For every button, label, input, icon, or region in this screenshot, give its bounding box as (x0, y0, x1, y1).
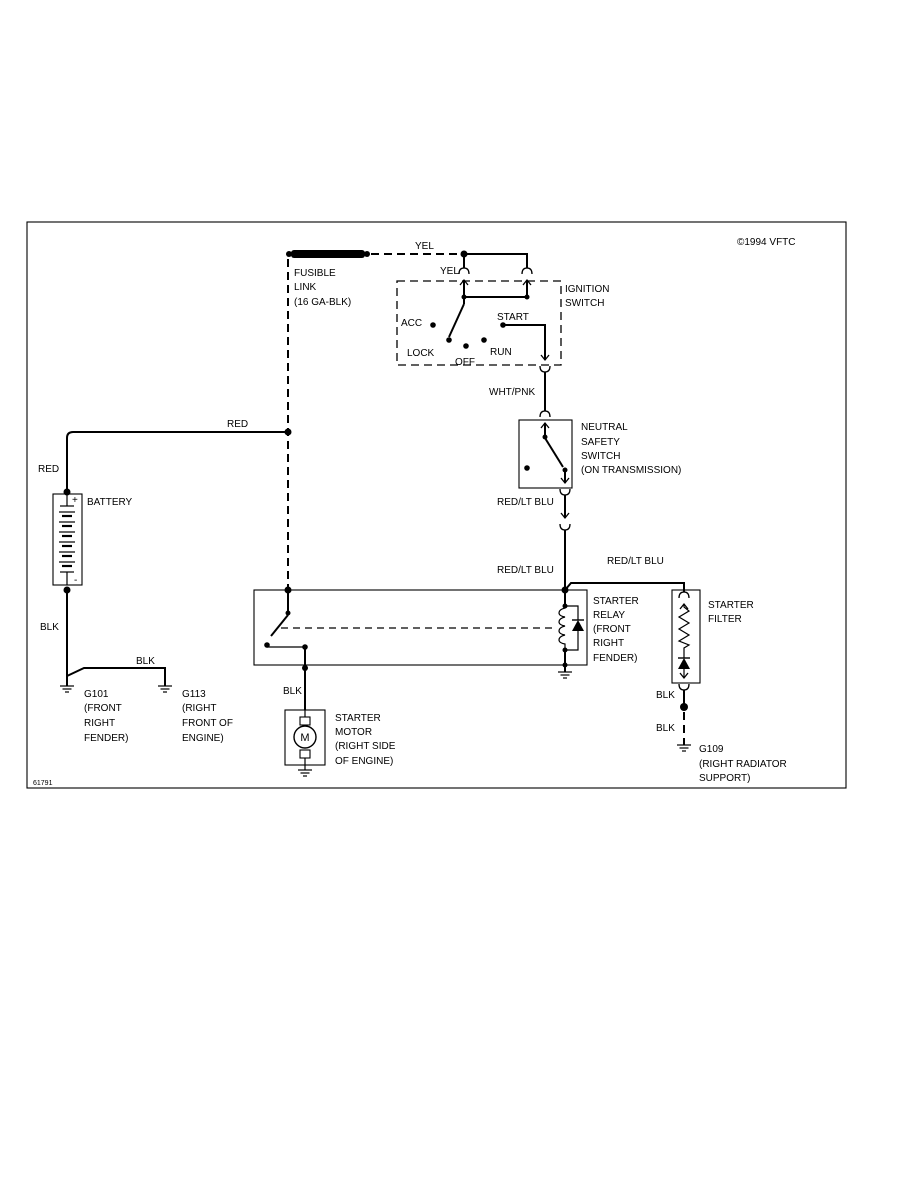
fusible-link-label-1: FUSIBLE (294, 268, 336, 279)
ground-g113-label-1: G113 (182, 689, 206, 700)
figure-number: 61791 (33, 780, 53, 787)
starter-relay (253, 586, 588, 672)
starter-motor-label-4: OF ENGINE) (335, 756, 393, 767)
fusible-link-end-left (286, 251, 292, 257)
battery (52, 488, 83, 594)
contact-off (463, 343, 469, 349)
relay-coil (558, 606, 566, 650)
filter-diode (678, 658, 690, 669)
ground-g113-label-2: (RIGHT (182, 703, 216, 714)
nss-label-4: (ON TRANSMISSION) (581, 465, 681, 476)
blk-engine-ground-wire (66, 667, 166, 686)
red-battery-wire (66, 431, 288, 492)
relay-contact-arm (270, 614, 289, 637)
filter-splice-dot (680, 703, 688, 711)
wire-label-red-main: RED (227, 419, 248, 430)
starter-relay-housing (253, 589, 588, 666)
contact-acc (430, 322, 436, 328)
ground-g109-label-2: (RIGHT RADIATOR (699, 759, 787, 770)
fusible-link (286, 250, 370, 258)
splice-dot-red (284, 428, 292, 436)
nss-contact-open (524, 465, 530, 471)
contact-lock (446, 337, 452, 343)
motor-symbol: M (300, 732, 309, 744)
position-off: OFF (455, 357, 475, 368)
ground-g101-label-2: (FRONT (84, 703, 122, 714)
position-start: START (497, 312, 529, 323)
neutral-safety-switch (518, 419, 573, 489)
starter-relay-label-4: RIGHT (593, 638, 624, 649)
ignition-switch-arm (448, 303, 465, 338)
starter-motor-label-2: MOTOR (335, 727, 372, 738)
wire-label-blk-motor: BLK (283, 686, 302, 697)
wire-label-blk-filter-lower: BLK (656, 723, 675, 734)
fusible-link-label-2: LINK (294, 282, 317, 293)
battery-case (52, 493, 83, 586)
wire-label-red-lt-blu-relay: RED/LT BLU (497, 565, 554, 576)
position-acc: ACC (401, 318, 422, 329)
wire-label-blk-engine: BLK (136, 656, 155, 667)
ignition-switch (396, 280, 562, 366)
wire-label-yel-top: YEL (415, 241, 434, 252)
ground-g109-label-1: G109 (699, 744, 724, 755)
relay-diode (572, 620, 584, 631)
diagram-frame (26, 221, 847, 789)
fusible-link-label-3: (16 GA-BLK) (294, 297, 351, 308)
ground-g113-label-3: FRONT OF (182, 718, 233, 729)
starter-relay-label-3: (FRONT (593, 624, 631, 635)
starter-relay-label-1: STARTER (593, 596, 639, 607)
battery-label: BATTERY (87, 497, 133, 508)
copyright-notice: ©1994 VFTC (737, 237, 796, 248)
nss-label-2: SAFETY (581, 437, 620, 448)
ignition-switch-housing (396, 280, 562, 366)
starter-motor (284, 709, 326, 777)
ground-g113-label-4: ENGINE) (182, 733, 224, 744)
ground-g109-label-3: SUPPORT) (699, 773, 751, 784)
starter-filter-label-1: STARTER (708, 600, 754, 611)
position-lock: LOCK (407, 348, 435, 359)
ignition-switch-label-1: IGNITION (565, 284, 609, 295)
red-lt-blu-filter-wire (564, 582, 685, 592)
fusible-link-end-right (364, 251, 370, 257)
nss-label-3: SWITCH (581, 451, 620, 462)
ground-g101-label-3: RIGHT (84, 718, 115, 729)
filter-resistor (677, 604, 691, 658)
neutral-safety-switch-housing (518, 419, 573, 489)
ground-g113-symbol (158, 685, 172, 693)
starter-filter-housing (671, 589, 701, 684)
nss-arm (544, 437, 564, 468)
position-run: RUN (490, 347, 512, 358)
ground-relay-symbol (558, 671, 572, 679)
motor-symbol-circle (293, 725, 317, 749)
ground-g101-label-4: FENDER) (84, 733, 128, 744)
ground-g101-symbol (60, 685, 74, 693)
starter-relay-label-2: RELAY (593, 610, 625, 621)
wire-label-wht-pnk: WHT/PNK (489, 387, 535, 398)
ground-g101-label-1: G101 (84, 689, 109, 700)
wire-label-red-battery: RED (38, 464, 59, 475)
fusible-link-body (291, 250, 365, 258)
starter-motor-label-3: (RIGHT SIDE (335, 741, 396, 752)
wire-label-red-lt-blu-nss: RED/LT BLU (497, 497, 554, 508)
starter-motor-label-1: STARTER (335, 713, 381, 724)
wire-label-red-lt-blu-filter: RED/LT BLU (607, 556, 664, 567)
starter-filter (671, 589, 701, 691)
wire-label-blk-battery: BLK (40, 622, 59, 633)
nss-label-1: NEUTRAL (581, 422, 628, 433)
starter-relay-label-5: FENDER) (593, 653, 637, 664)
starter-filter-label-2: FILTER (708, 614, 742, 625)
wire-label-blk-filter-upper: BLK (656, 690, 675, 701)
contact-run (481, 337, 487, 343)
wire-label-yel-switch: YEL (440, 266, 459, 277)
battery-positive-sign: + (72, 495, 78, 506)
ground-g109-symbol (677, 744, 691, 752)
yel-feed-wire (371, 250, 528, 268)
ignition-switch-label-2: SWITCH (565, 298, 604, 309)
battery-negative-sign: - (74, 575, 77, 586)
